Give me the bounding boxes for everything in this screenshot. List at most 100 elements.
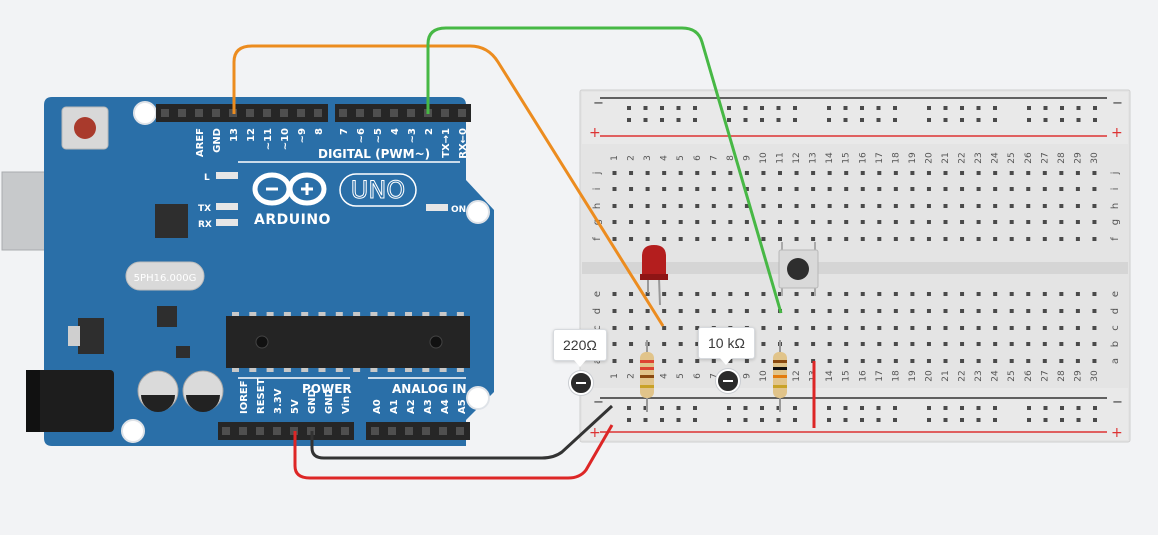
breadboard-hole[interactable] xyxy=(1042,220,1047,224)
breadboard-hole[interactable] xyxy=(1009,292,1014,296)
push-button[interactable] xyxy=(778,242,819,296)
header-pin-hole[interactable] xyxy=(256,427,264,435)
breadboard-hole[interactable] xyxy=(678,204,683,208)
breadboard-hole[interactable] xyxy=(1075,171,1080,175)
breadboard-hole[interactable] xyxy=(827,237,832,241)
rail-hole[interactable] xyxy=(943,418,948,422)
breadboard-hole[interactable] xyxy=(612,204,617,208)
breadboard-hole[interactable] xyxy=(1092,204,1097,208)
header-pin-hole[interactable] xyxy=(178,109,186,117)
breadboard-hole[interactable] xyxy=(910,204,915,208)
breadboard-hole[interactable] xyxy=(960,220,965,224)
rail-hole[interactable] xyxy=(927,418,931,422)
breadboard-hole[interactable] xyxy=(993,342,998,346)
rail-hole[interactable] xyxy=(627,106,631,110)
breadboard-hole[interactable] xyxy=(662,220,667,224)
breadboard-hole[interactable] xyxy=(960,292,965,296)
breadboard-hole[interactable] xyxy=(778,292,782,296)
resistor-10k[interactable] xyxy=(773,340,787,412)
breadboard-hole[interactable] xyxy=(711,292,716,296)
breadboard-hole[interactable] xyxy=(943,237,948,241)
breadboard-hole[interactable] xyxy=(893,220,898,224)
breadboard-hole[interactable] xyxy=(761,204,766,208)
breadboard-hole[interactable] xyxy=(1042,292,1047,296)
breadboard-hole[interactable] xyxy=(1075,220,1080,224)
breadboard-hole[interactable] xyxy=(976,187,981,191)
breadboard-hole[interactable] xyxy=(976,237,981,241)
breadboard-hole[interactable] xyxy=(811,292,816,296)
breadboard-hole[interactable] xyxy=(943,359,948,363)
breadboard-hole[interactable] xyxy=(1092,292,1097,296)
rail-hole[interactable] xyxy=(993,418,997,422)
rail-hole[interactable] xyxy=(643,118,648,122)
header-pin-hole[interactable] xyxy=(297,109,305,117)
breadboard-hole[interactable] xyxy=(1009,204,1014,208)
breadboard-hole[interactable] xyxy=(1026,204,1031,208)
header-pin-hole[interactable] xyxy=(405,427,413,435)
rail-hole[interactable] xyxy=(793,106,797,110)
breadboard-hole[interactable] xyxy=(711,359,716,363)
rail-hole[interactable] xyxy=(860,118,864,122)
breadboard-hole[interactable] xyxy=(811,220,816,224)
breadboard-hole[interactable] xyxy=(1042,204,1047,208)
breadboard-hole[interactable] xyxy=(695,342,700,346)
rail-hole[interactable] xyxy=(776,418,781,422)
rail-hole[interactable] xyxy=(676,106,681,110)
header-pin-hole[interactable] xyxy=(280,109,288,117)
breadboard-hole[interactable] xyxy=(678,309,683,313)
breadboard-hole[interactable] xyxy=(1059,309,1064,313)
breadboard-hole[interactable] xyxy=(612,237,617,241)
breadboard-hole[interactable] xyxy=(695,326,700,330)
breadboard-hole[interactable] xyxy=(860,204,865,208)
breadboard-hole[interactable] xyxy=(778,237,782,241)
breadboard-hole[interactable] xyxy=(1092,220,1097,224)
breadboard-hole[interactable] xyxy=(761,187,766,191)
breadboard-hole[interactable] xyxy=(662,171,667,175)
rail-hole[interactable] xyxy=(843,418,848,422)
rail-hole[interactable] xyxy=(943,106,948,110)
rail-hole[interactable] xyxy=(927,406,931,410)
breadboard-hole[interactable] xyxy=(662,292,667,296)
header-pin-hole[interactable] xyxy=(407,109,415,117)
breadboard-hole[interactable] xyxy=(910,292,915,296)
rail-hole[interactable] xyxy=(827,118,831,122)
rail-hole[interactable] xyxy=(693,106,697,110)
breadboard-hole[interactable] xyxy=(761,171,766,175)
breadboard-hole[interactable] xyxy=(960,326,965,330)
header-pin-hole[interactable] xyxy=(246,109,254,117)
rail-hole[interactable] xyxy=(876,406,881,410)
rail-hole[interactable] xyxy=(693,406,697,410)
rail-hole[interactable] xyxy=(727,106,731,110)
breadboard-hole[interactable] xyxy=(860,326,865,330)
rail-hole[interactable] xyxy=(1093,406,1097,410)
breadboard-hole[interactable] xyxy=(926,292,931,296)
breadboard-hole[interactable] xyxy=(827,326,832,330)
rail-hole[interactable] xyxy=(760,406,764,410)
breadboard-hole[interactable] xyxy=(860,292,865,296)
breadboard-hole[interactable] xyxy=(662,237,667,241)
breadboard-hole[interactable] xyxy=(695,204,700,208)
rail-hole[interactable] xyxy=(827,418,831,422)
breadboard-hole[interactable] xyxy=(645,220,650,224)
header-pin-hole[interactable] xyxy=(441,109,449,117)
breadboard-hole[interactable] xyxy=(993,326,998,330)
breadboard-hole[interactable] xyxy=(844,187,849,191)
rail-hole[interactable] xyxy=(960,106,964,110)
breadboard-hole[interactable] xyxy=(778,171,782,175)
breadboard-hole[interactable] xyxy=(662,187,667,191)
breadboard-hole[interactable] xyxy=(711,220,716,224)
rail-hole[interactable] xyxy=(1027,406,1031,410)
rail-hole[interactable] xyxy=(760,118,764,122)
rail-hole[interactable] xyxy=(943,406,948,410)
rail-hole[interactable] xyxy=(927,106,931,110)
header-pin-hole[interactable] xyxy=(341,427,349,435)
breadboard-hole[interactable] xyxy=(811,204,816,208)
rail-hole[interactable] xyxy=(643,106,648,110)
breadboard-hole[interactable] xyxy=(794,342,799,346)
breadboard-hole[interactable] xyxy=(860,237,865,241)
breadboard-hole[interactable] xyxy=(960,204,965,208)
breadboard-hole[interactable] xyxy=(1026,342,1031,346)
breadboard-hole[interactable] xyxy=(910,220,915,224)
rail-hole[interactable] xyxy=(1043,106,1048,110)
green-wire-pin2-to-button[interactable] xyxy=(426,26,783,314)
